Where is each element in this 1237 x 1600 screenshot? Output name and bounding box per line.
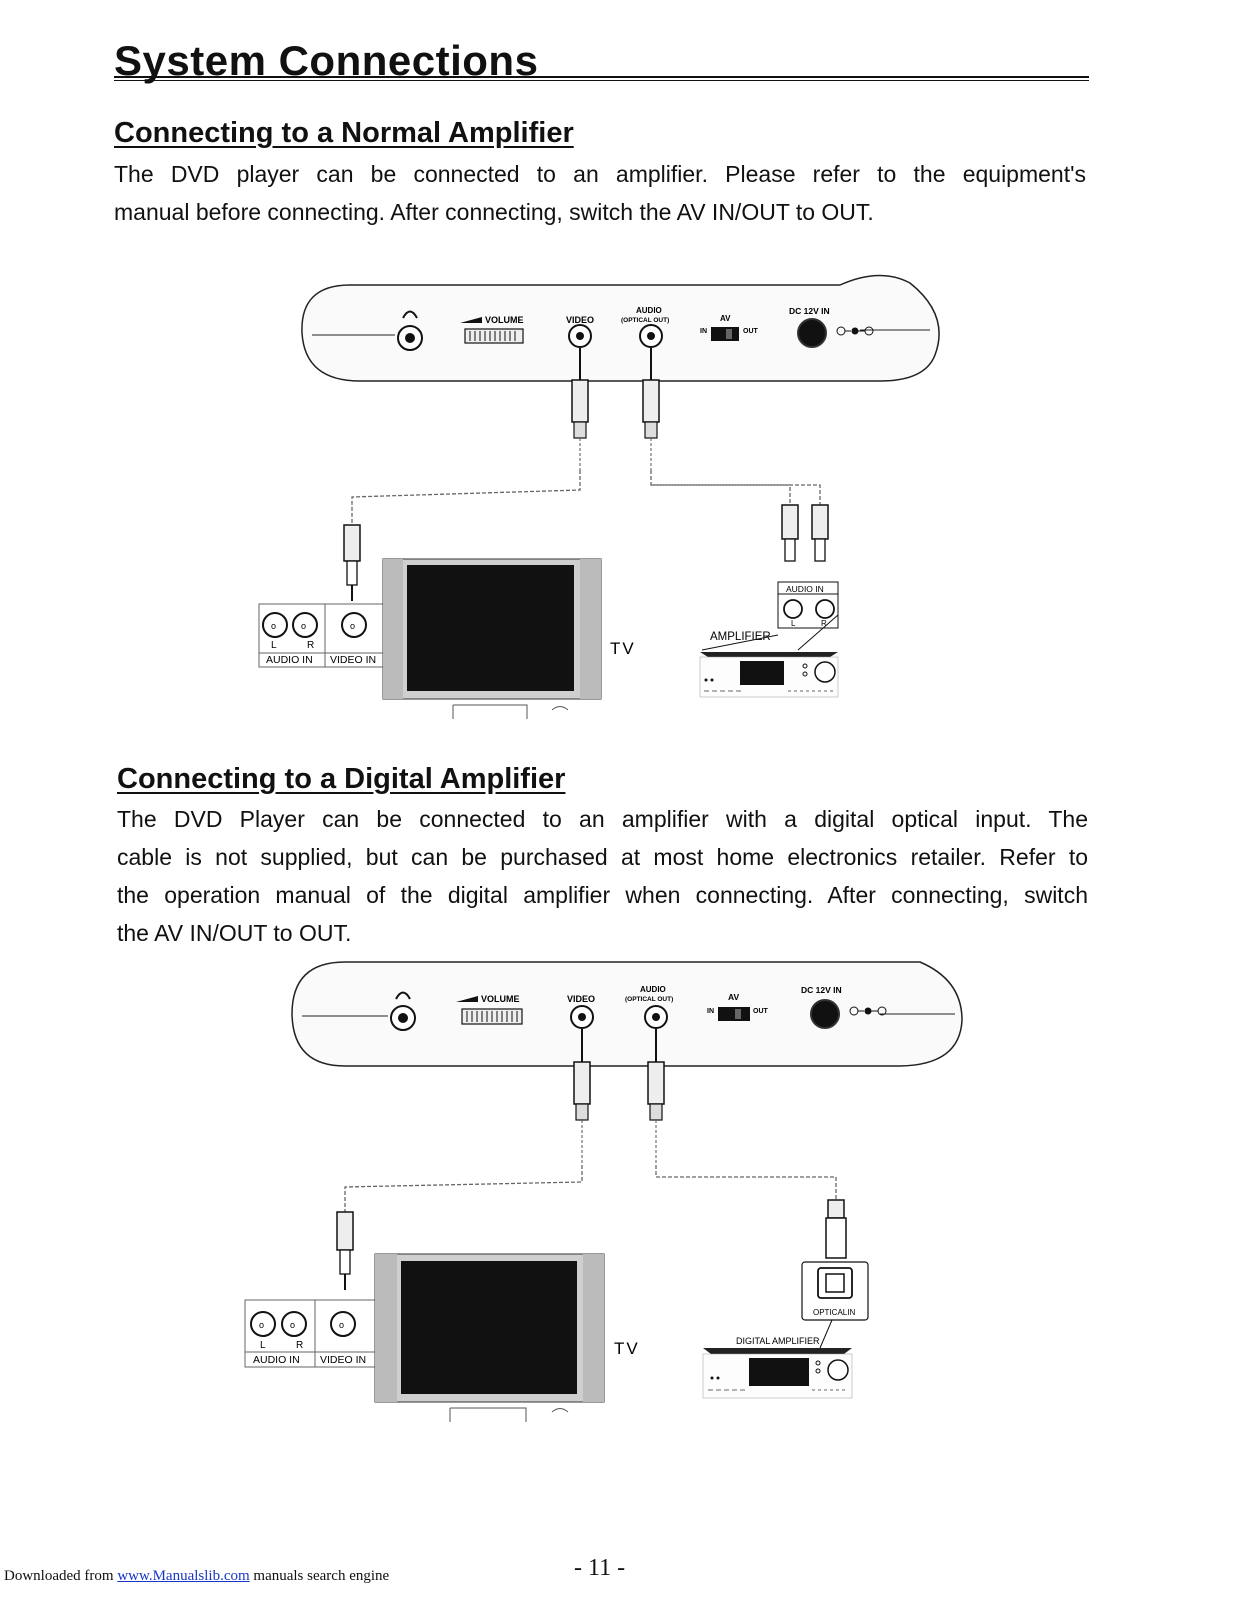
dc-in-label-2: DC 12V IN (801, 985, 842, 995)
tv-label-2: TV (614, 1339, 640, 1358)
polarity-icon-2 (849, 1006, 887, 1016)
optical-input-port: OPTICALIN (801, 1261, 869, 1321)
manualslib-link[interactable]: www.Manualslib.com (117, 1568, 250, 1584)
digital-amplifier-label: DIGITAL AMPLIFIER (736, 1336, 820, 1346)
tv-input-jacks: o o o L R AUDIO IN VIDEO IN (258, 603, 390, 668)
optical-out-label-2: (OPTICAL OUT) (625, 996, 673, 1003)
volume-slider-2: VOLUME (456, 994, 523, 1025)
digital-amplifier-unit (702, 1348, 853, 1399)
svg-text:o: o (339, 1320, 344, 1330)
tv-audio-in-label: AUDIO IN (266, 654, 313, 666)
video-jack-label-2: VIDEO (567, 994, 595, 1004)
tv-audio-r-label-2: R (296, 1340, 303, 1351)
av-in-label: IN (700, 328, 707, 335)
amplifier-label: AMPLIFIER (710, 631, 771, 643)
av-in-label-2: IN (707, 1008, 714, 1015)
amp-l-label: L (791, 619, 796, 628)
tv-monitor (382, 558, 602, 719)
section2-paragraph: The DVD Player can be connected to an am… (117, 800, 1088, 952)
optical-plug (647, 1029, 665, 1165)
video-cable (351, 470, 581, 525)
tv-label: TV (610, 639, 636, 658)
audio-cable-right (651, 484, 821, 505)
optical-out-label: (OPTICAL OUT) (621, 317, 669, 324)
audio-cable-left (650, 470, 791, 505)
title-rule (114, 76, 1089, 81)
volume-slider: VOLUME (460, 315, 524, 344)
tv-monitor-2 (374, 1253, 605, 1422)
digital-amplifier-diagram: VOLUME VIDEO AUDIO (OPTICAL OUT) AV IN O… (244, 961, 963, 1422)
amp-audio-input: AUDIO IN L R (777, 581, 839, 629)
svg-text:o: o (301, 621, 306, 631)
normal-amplifier-diagram: VOLUME VIDEO AUDIO (OPTICAL OUT) AV IN O… (258, 274, 940, 719)
tv-input-jacks-2: o o o L R AUDIO IN VIDEO IN (244, 1299, 376, 1368)
section1-paragraph: The DVD player can be connected to an am… (114, 155, 1086, 231)
video-plug-2 (573, 1029, 591, 1165)
audio-jack-label: AUDIO (636, 306, 662, 315)
section2-line-2: cable is not supplied, but can be purcha… (117, 844, 1088, 870)
amp-audio-plugs (781, 504, 829, 562)
section1-heading: Connecting to a Normal Amplifier (114, 117, 574, 149)
dc-jack-2 (810, 999, 840, 1029)
dc-jack (797, 318, 827, 348)
tv-audio-r-label: R (307, 640, 314, 651)
amp-r-label: R (821, 619, 827, 628)
section2-line-3: the operation manual of the digital ampl… (117, 882, 1088, 908)
svg-text:o: o (290, 1320, 295, 1330)
optical-in-label: OPTICALIN (813, 1308, 855, 1317)
video-cable-2 (344, 1165, 583, 1212)
av-out-label: OUT (743, 328, 759, 335)
tv-video-in-label: VIDEO IN (330, 654, 376, 666)
av-out-label-2: OUT (753, 1008, 769, 1015)
tv-audio-l-label-2: L (260, 1340, 266, 1351)
optical-amp-plug (825, 1199, 847, 1259)
volume-label: VOLUME (485, 315, 524, 325)
dvd-player-panel-2: VOLUME VIDEO AUDIO (OPTICAL OUT) AV IN O… (291, 961, 963, 1067)
section2-heading: Connecting to a Digital Amplifier (117, 763, 566, 795)
svg-text:o: o (350, 621, 355, 631)
headphone-icon-2 (390, 991, 416, 1031)
amp-audio-in-label: AUDIO IN (786, 584, 824, 594)
tv-video-in-label-2: VIDEO IN (320, 1354, 366, 1366)
dvd-player-panel: VOLUME VIDEO AUDIO (OPTICAL OUT) AV IN O… (301, 274, 940, 382)
tv-video-plug (343, 524, 361, 601)
download-footer: Downloaded from www.Manualslib.com manua… (4, 1568, 389, 1585)
tv-audio-in-label-2: AUDIO IN (253, 1354, 300, 1366)
tv-video-plug-2 (336, 1211, 354, 1290)
section2-line-4: the AV IN/OUT to OUT. (117, 920, 352, 946)
volume-label-2: VOLUME (481, 994, 520, 1004)
headphone-icon (397, 310, 423, 351)
footer-suffix: manuals search engine (249, 1568, 390, 1584)
dc-in-label: DC 12V IN (789, 306, 830, 316)
section1-line-2: manual before connecting. After connecti… (114, 199, 874, 225)
page-number: - 11 - (574, 1555, 626, 1581)
svg-text:o: o (259, 1320, 264, 1330)
av-switch (711, 327, 739, 341)
video-jack-label: VIDEO (566, 315, 594, 325)
section1-line-1: The DVD player can be connected to an am… (114, 161, 1086, 187)
av-switch-label-2: AV (728, 992, 740, 1002)
av-switch-2 (718, 1007, 750, 1021)
audio-jack-label-2: AUDIO (640, 985, 666, 994)
section2-line-1: The DVD Player can be connected to an am… (117, 806, 1088, 832)
amplifier-unit (699, 652, 839, 698)
av-switch-label: AV (720, 314, 731, 323)
video-plug (571, 348, 589, 470)
polarity-icon (836, 326, 874, 336)
tv-audio-l-label: L (271, 640, 277, 651)
audio-plug (642, 348, 660, 470)
footer-prefix: Downloaded from (4, 1568, 118, 1584)
optical-cable (655, 1165, 837, 1200)
svg-text:o: o (271, 621, 276, 631)
